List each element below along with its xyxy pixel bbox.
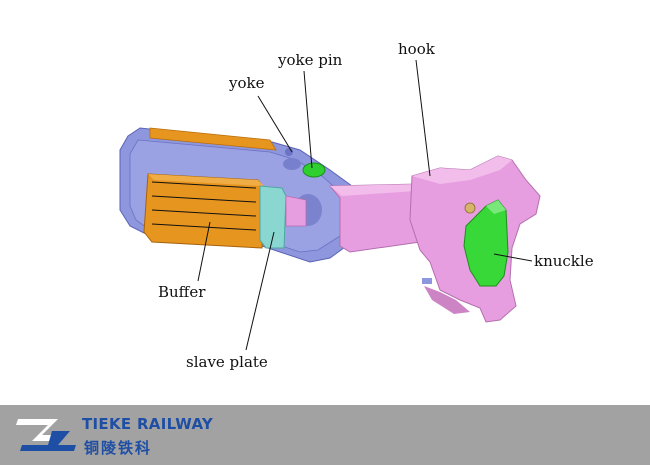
coupler-diagram: yoke pin hook yoke knuckle Buffer slave … bbox=[119, 40, 594, 371]
leader-yoke-pin bbox=[303, 70, 313, 169]
label-knuckle: knuckle bbox=[534, 252, 594, 270]
knuckle-part bbox=[463, 199, 509, 287]
footer-brand-bar: TIEKE RAILWAY 铜陵铁科 bbox=[0, 405, 650, 465]
label-buffer: Buffer bbox=[158, 283, 206, 301]
slave-plate-part bbox=[259, 185, 307, 249]
brand-name-cn: 铜陵铁科 bbox=[84, 439, 153, 457]
hook-part bbox=[328, 155, 541, 323]
label-yoke: yoke bbox=[228, 74, 265, 92]
yoke-pin-part bbox=[302, 162, 326, 178]
leader-yoke bbox=[257, 95, 293, 153]
buffer-part bbox=[143, 173, 267, 249]
tieke-logo-icon bbox=[16, 419, 76, 451]
brand-name-en: TIEKE RAILWAY bbox=[82, 415, 214, 433]
label-yoke-pin: yoke pin bbox=[277, 51, 343, 69]
leader-slave-plate bbox=[245, 231, 275, 351]
leader-buffer bbox=[197, 221, 211, 282]
leader-hook bbox=[415, 59, 431, 177]
label-hook: hook bbox=[398, 40, 436, 58]
leader-knuckle bbox=[493, 253, 533, 262]
label-slave-plate: slave plate bbox=[186, 353, 268, 371]
